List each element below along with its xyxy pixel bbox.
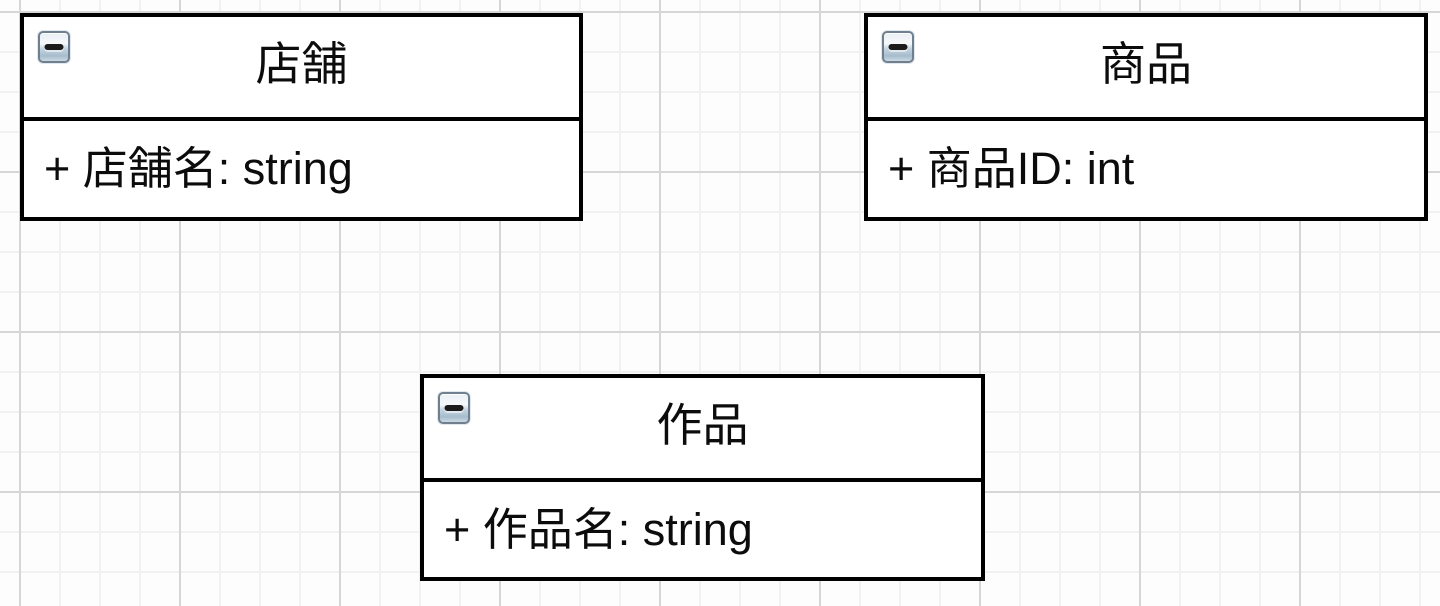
class-attribute: + 作品名: string	[444, 503, 753, 555]
uml-class-node[interactable]: 作品 + 作品名: string	[420, 374, 985, 581]
class-header: 店舗	[24, 17, 579, 121]
attributes-section: + 商品ID: int	[868, 121, 1424, 217]
minus-icon	[888, 44, 908, 50]
class-title: 作品	[656, 399, 749, 451]
class-header: 作品	[424, 378, 981, 482]
uml-class-node[interactable]: 店舗 + 店舗名: string	[20, 13, 583, 221]
attributes-section: + 作品名: string	[424, 482, 981, 577]
minus-icon	[444, 405, 464, 411]
uml-class-node[interactable]: 商品 + 商品ID: int	[864, 13, 1428, 221]
class-title: 店舗	[255, 38, 348, 90]
class-title: 商品	[1100, 38, 1192, 90]
minus-icon	[44, 44, 64, 50]
collapse-minus-button[interactable]	[438, 392, 470, 424]
collapse-minus-button[interactable]	[882, 31, 914, 63]
class-attribute: + 商品ID: int	[888, 143, 1135, 195]
collapse-minus-button[interactable]	[38, 31, 70, 63]
class-attribute: + 店舗名: string	[44, 143, 353, 195]
class-header: 商品	[868, 17, 1424, 121]
attributes-section: + 店舗名: string	[24, 121, 579, 217]
